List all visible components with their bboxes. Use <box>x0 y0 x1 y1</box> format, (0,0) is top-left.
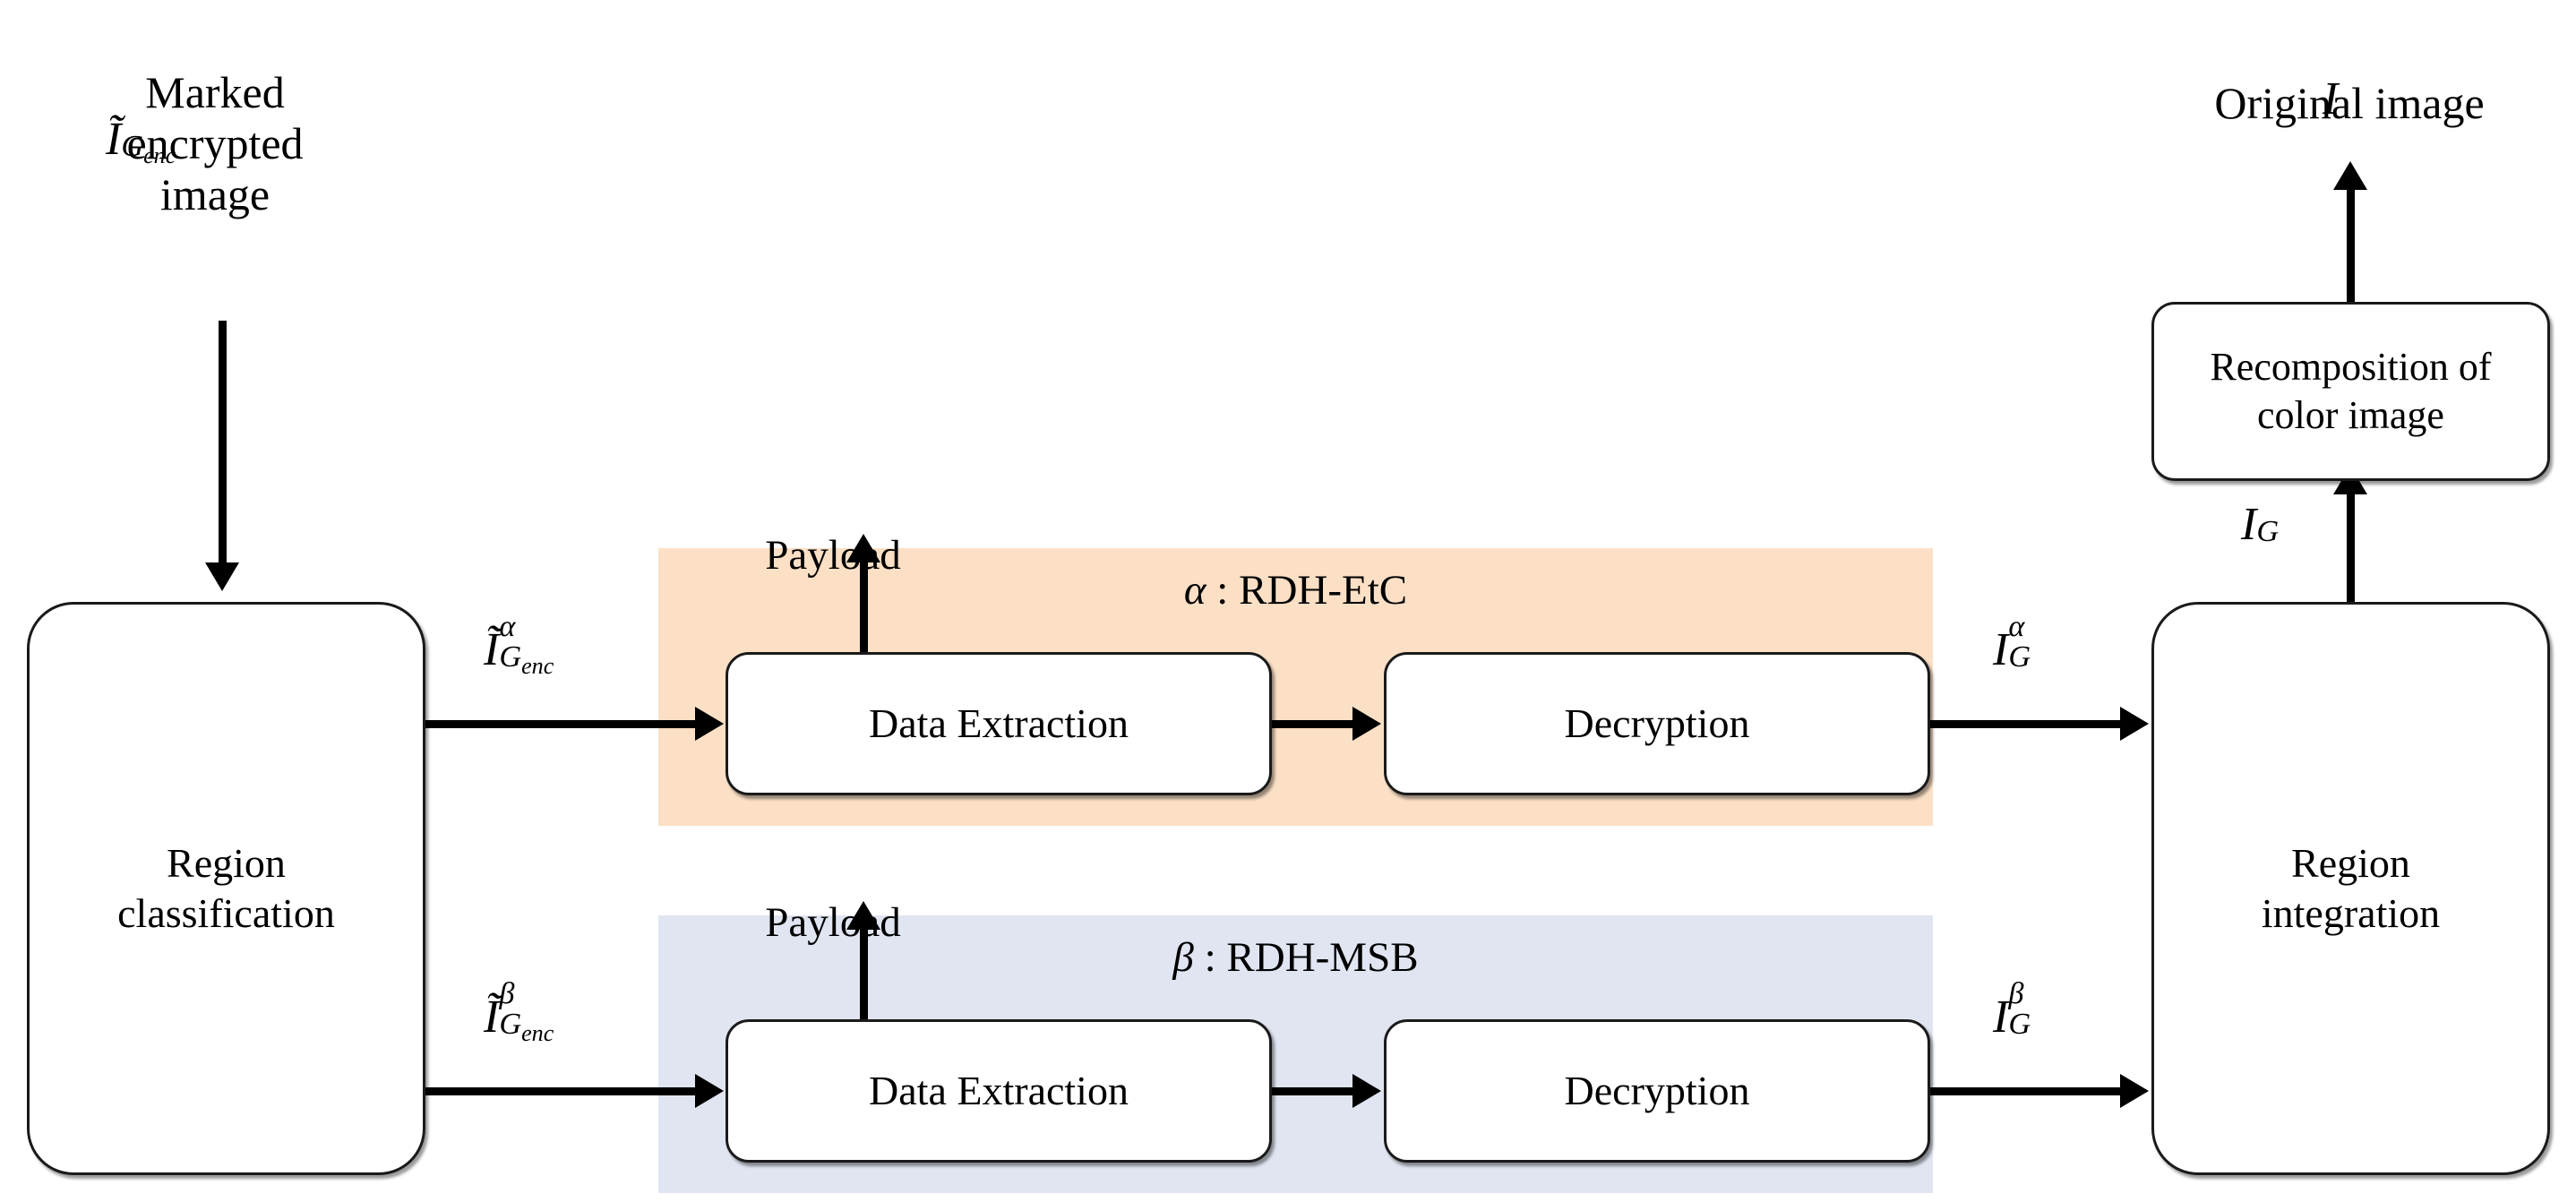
symbol-beta-output: I β G <box>1993 978 2031 1043</box>
symbol-beta-input: Ĩ β Genc <box>484 978 554 1044</box>
symbol-marked-encrypted-image: Ĩ Genc <box>106 114 176 167</box>
symbol-beta-output-base: I <box>1993 992 2009 1043</box>
symbol-integration-output-base: I <box>2241 499 2257 550</box>
arrowhead-alpha-extraction-to-decryption <box>1352 707 1381 741</box>
edge-alpha-extraction-to-decryption <box>1272 720 1354 728</box>
caption-payload-beta: Payload <box>645 851 1021 947</box>
caption-original-image-text: Original image <box>2214 78 2485 128</box>
arrowhead-class-to-alpha-extraction <box>695 707 724 741</box>
box-beta-data-extraction[interactable]: Data Extraction <box>726 1019 1272 1163</box>
box-region-integration[interactable]: Region integration <box>2151 602 2550 1175</box>
caption-payload-beta-text: Payload <box>765 898 901 946</box>
symbol-beta-output-sub: G <box>2008 1006 2031 1041</box>
edge-input-to-region-classification <box>219 321 227 564</box>
edge-class-to-alpha-extraction <box>425 720 697 728</box>
symbol-integration-output-sub: G <box>2256 513 2280 548</box>
symbol-beta-input-base: Ĩ <box>484 992 500 1043</box>
branch-greek-beta: β <box>1172 934 1194 981</box>
symbol-alpha-input-sub: Genc <box>499 639 554 679</box>
arrowhead-input-to-region-classification <box>205 562 239 591</box>
box-recomposition-of-color-image[interactable]: Recomposition of color image <box>2151 302 2550 481</box>
symbol-alpha-output: I α G <box>1993 611 2031 675</box>
symbol-marked-sub: Genc <box>121 128 176 168</box>
arrowhead-beta-decryption-to-integration <box>2120 1074 2149 1108</box>
arrowhead-recomposition-to-original <box>2333 161 2367 190</box>
branch-title-rest-beta: : RDH-MSB <box>1193 934 1419 981</box>
caption-marked-encrypted-image: Marked encrypted image <box>27 16 403 220</box>
arrowhead-alpha-payload <box>846 534 880 562</box>
symbol-alpha-input-base: Ĩ <box>484 624 500 675</box>
edge-alpha-payload <box>860 561 868 659</box>
branch-greek-alpha: α <box>1183 567 1206 614</box>
symbol-alpha-output-base: I <box>1993 624 2009 675</box>
arrowhead-beta-payload <box>846 901 880 930</box>
box-recomposition-label: Recomposition of color image <box>2210 345 2492 437</box>
caption-payload-alpha-text: Payload <box>765 531 901 579</box>
edge-alpha-decryption-to-integration <box>1930 720 2122 728</box>
symbol-original-image: I <box>2323 73 2339 124</box>
edge-recomposition-to-original <box>2347 188 2355 306</box>
box-beta-decryption-label: Decryption <box>1564 1068 1750 1114</box>
box-alpha-data-extraction[interactable]: Data Extraction <box>726 652 1272 795</box>
symbol-marked-base: Ĩ <box>106 114 122 165</box>
edge-beta-decryption-to-integration <box>1930 1087 2122 1095</box>
symbol-beta-input-sup: β <box>499 976 515 1011</box>
symbol-alpha-output-sub: G <box>2008 639 2031 674</box>
symbol-alpha-input-sup: α <box>499 609 516 644</box>
edge-class-to-beta-extraction <box>425 1087 697 1095</box>
branch-title-alpha: α : RDH-EtC <box>658 567 1933 614</box>
box-alpha-decryption-label: Decryption <box>1564 700 1750 747</box>
symbol-beta-output-sup: β <box>2008 976 2024 1011</box>
box-beta-data-extraction-label: Data Extraction <box>869 1068 1129 1114</box>
box-alpha-decryption[interactable]: Decryption <box>1384 652 1930 795</box>
arrowhead-alpha-decryption-to-integration <box>2120 707 2149 741</box>
box-region-classification-label: Region classification <box>117 839 335 936</box>
branch-title-beta: β : RDH-MSB <box>658 934 1933 982</box>
symbol-alpha-input: Ĩ α Genc <box>484 611 554 677</box>
edge-beta-extraction-to-decryption <box>1272 1087 1354 1095</box>
symbol-beta-input-sub: Genc <box>499 1006 554 1046</box>
caption-original-image: Original image <box>2123 27 2576 129</box>
box-alpha-data-extraction-label: Data Extraction <box>869 700 1129 747</box>
edge-beta-payload <box>860 928 868 1026</box>
branch-title-rest-alpha: : RDH-EtC <box>1206 567 1408 614</box>
symbol-alpha-output-sup: α <box>2008 609 2025 644</box>
box-region-integration-label: Region integration <box>2261 839 2441 936</box>
box-region-classification[interactable]: Region classification <box>27 602 425 1175</box>
arrowhead-class-to-beta-extraction <box>695 1074 724 1108</box>
caption-payload-alpha: Payload <box>645 484 1021 580</box>
caption-marked-encrypted-image-text: Marked encrypted image <box>126 67 304 219</box>
edge-integration-to-recomposition <box>2347 493 2355 609</box>
box-beta-decryption[interactable]: Decryption <box>1384 1019 1930 1163</box>
arrowhead-beta-extraction-to-decryption <box>1352 1074 1381 1108</box>
symbol-integration-output: I G <box>2241 499 2279 550</box>
